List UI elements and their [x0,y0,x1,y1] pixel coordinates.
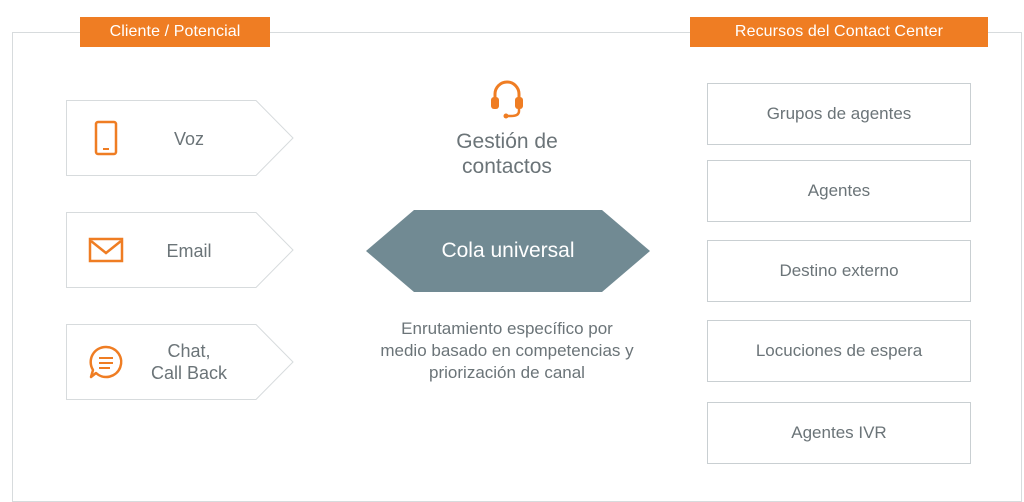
center-title-line2: contactos [462,155,552,178]
headset-icon [491,80,523,119]
resource-grupos-de-agentes: Grupos de agentes [707,83,971,145]
email-icon [88,237,124,263]
center-title-line1: Gestión de [456,130,558,153]
channel-label-line2: Call Back [150,363,228,383]
channel-label-line1: Chat, [167,341,211,361]
resource-destino-externo: Destino externo [707,240,971,302]
routing-line2: medio basado en competencias y [380,341,634,360]
channel-label: Email [166,241,212,261]
header-cliente-potencial: Cliente / Potencial [80,17,270,47]
header-recursos-contact-center: Recursos del Contact Center [690,17,988,47]
phone-icon [94,120,118,156]
routing-line3: priorización de canal [429,363,585,382]
center-title: Gestión de contactos [397,129,617,179]
routing-line1: Enrutamiento específico por [401,319,613,338]
channel-voz: Voz [66,100,294,176]
channel-label: Voz [173,129,205,149]
channel-email: Email [66,212,294,288]
channel-chat-callback: Chat, Call Back [66,324,294,400]
channel-arrow-shape [66,324,294,400]
resource-agentes-ivr: Agentes IVR [707,402,971,464]
channel-arrow-shape [66,212,294,288]
resource-agentes: Agentes [707,160,971,222]
resource-locuciones-de-espera: Locuciones de espera [707,320,971,382]
routing-description: Enrutamiento específico por medio basado… [352,318,662,384]
queue-label: Cola universal [441,239,575,262]
chat-icon [89,345,123,379]
queue-shape [366,210,650,292]
channel-arrow-shape [66,100,294,176]
